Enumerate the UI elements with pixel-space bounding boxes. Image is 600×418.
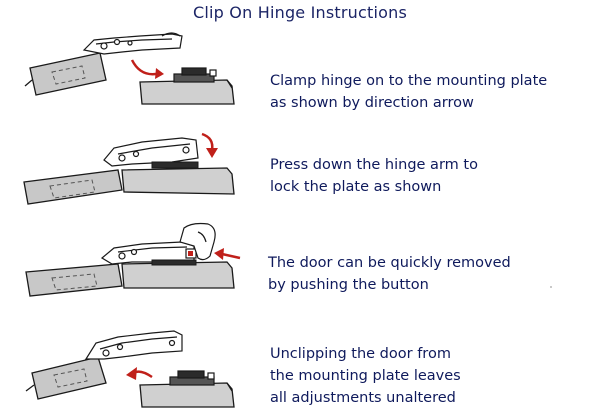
hinge-press-illustration [23,132,235,205]
cabinet-side [121,167,235,195]
step-3-line-1: The door can be quickly removed [268,255,511,271]
cabinet-side [139,79,235,105]
door-panel [24,52,107,96]
step-1-line-1: Clamp hinge on to the mounting plate [270,73,548,89]
hinge-arm [103,137,199,167]
cabinet-side [139,382,235,408]
door-panel [25,263,123,297]
mounting-plate [151,161,199,169]
unclip-arrow [133,370,153,379]
step-remove: The door can be quickly removed by pushi… [0,222,600,302]
mounting-plate [169,370,215,386]
push-arrow [221,252,241,260]
step-4-line-3: all adjustments unaltered [270,390,456,406]
step-2-line-1: Press down the hinge arm to [270,157,478,173]
cabinet-side [121,261,235,289]
door-panel [25,356,107,400]
hinge-unclip-illustration [25,330,235,408]
step-2-line-2: lock the plate as shown [270,179,442,195]
step-3-line-2: by pushing the button [268,277,429,293]
step-1-line-2: as shown by direction arrow [270,95,474,111]
direction-arrow [130,59,157,76]
step-1-caption: Clamp hinge on to the mounting plate as … [270,70,547,114]
page-title: Clip On Hinge Instructions [193,3,407,22]
step-2-caption: Press down the hinge arm to lock the pla… [270,154,478,198]
hinge-arm [84,330,183,360]
press-arrowhead [206,148,218,158]
step-3-caption: The door can be quickly removed by pushi… [268,252,511,296]
hinge-arm [82,32,183,55]
step-4-line-2: the mounting plate leaves [270,368,461,384]
door-panel [23,169,123,205]
hinge-clamp-illustration [24,32,235,105]
push-arrowhead [214,248,224,260]
direction-arrowhead [155,68,164,79]
hinge-remove-illustration [25,222,241,297]
unclip-arrowhead [126,367,137,380]
step-press: Press down the hinge arm to lock the pla… [0,126,600,216]
step-unclip: Unclipping the door from the mounting pl… [0,325,600,418]
mounting-plate [151,259,197,266]
finger-icon [179,222,216,261]
press-arrow [201,132,214,151]
hinge-arm [100,241,197,265]
stray-dot [550,286,552,288]
step-4-line-1: Unclipping the door from [270,346,451,362]
mounting-plate [173,67,217,83]
step-clamp: Clamp hinge on to the mounting plate as … [0,28,600,111]
step-4-caption: Unclipping the door from the mounting pl… [270,343,461,409]
